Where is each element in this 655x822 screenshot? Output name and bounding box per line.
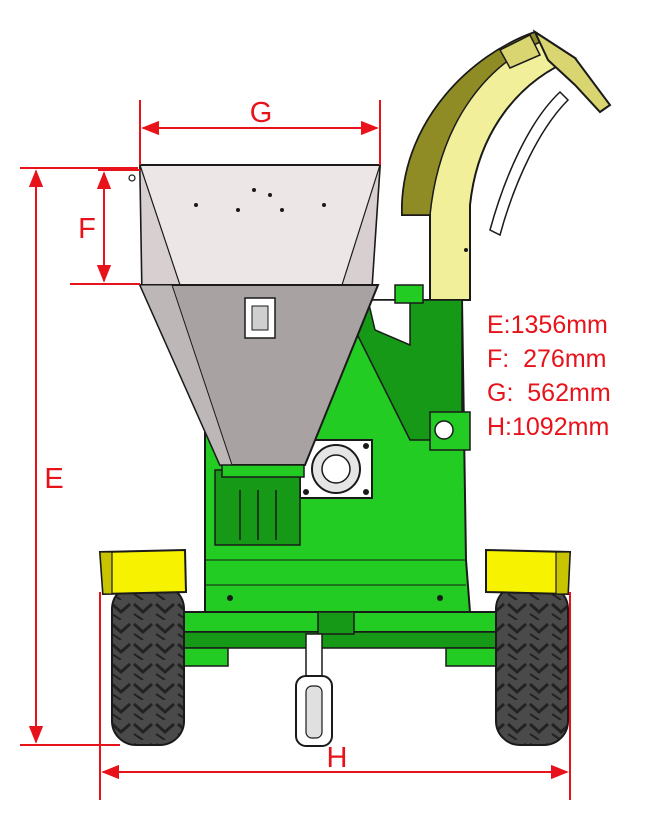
discharge-chute: [401, 29, 612, 301]
feed-hopper: [128, 164, 382, 478]
chipper-body: [204, 284, 472, 613]
spec-g: G: 562mm: [487, 379, 611, 407]
dim-label-h: H: [327, 742, 348, 774]
left-mudguard: [98, 548, 188, 596]
dimension-lines: [20, 100, 571, 800]
right-wheel: [495, 584, 569, 746]
dim-label-e: E: [44, 463, 63, 495]
spec-f: F: 276mm: [487, 345, 607, 373]
dim-label-g: G: [250, 97, 273, 129]
dim-label-f: F: [78, 213, 96, 245]
spec-h: H:1092mm: [487, 413, 610, 441]
right-mudguard: [485, 548, 572, 596]
dimension-specs-legend: E:1356mm F: 276mm G: 562mm H:1092mm: [487, 308, 647, 444]
jockey-wheel: [295, 633, 333, 747]
left-wheel: [111, 584, 185, 746]
chassis-frame: [177, 611, 497, 667]
spec-e: E:1356mm: [487, 311, 608, 339]
